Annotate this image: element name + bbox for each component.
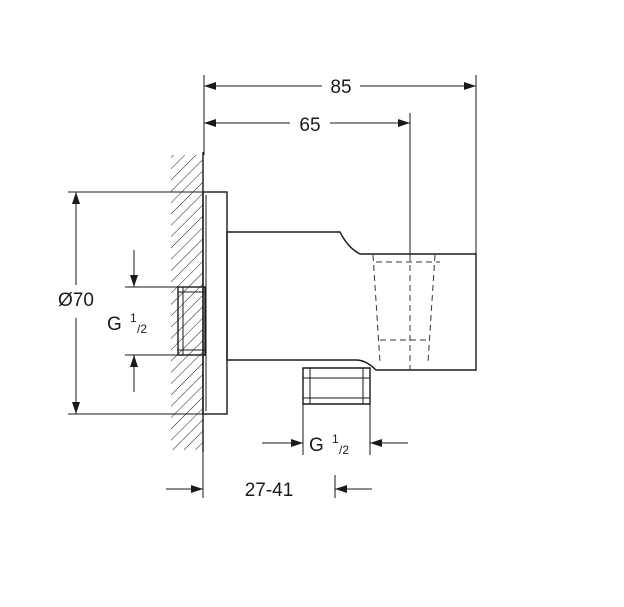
wall-thread-connector — [177, 286, 206, 356]
wall — [171, 152, 204, 452]
dim-overall-length: 85 — [203, 75, 477, 254]
dim-overall-length-label: 85 — [330, 77, 351, 98]
outlet-thread-sub: /2 — [339, 443, 349, 457]
wall-thread-sub: /2 — [137, 322, 147, 336]
dim-wall-thread: G 1 /2 — [107, 250, 180, 392]
wall-hatching — [171, 155, 203, 450]
outlet-thread-g: G — [309, 435, 324, 456]
dim-to-center-label: 65 — [299, 115, 320, 136]
wall-thread-sup: 1 — [130, 311, 137, 325]
elbow-body — [226, 231, 477, 371]
dim-diameter: Ø70 — [58, 191, 203, 415]
wall-flange — [202, 191, 228, 415]
outlet-thread-connector — [302, 367, 371, 405]
dim-to-center: 65 — [204, 113, 411, 255]
dim-diameter-label: Ø70 — [58, 290, 94, 311]
outlet-thread-sup: 1 — [332, 432, 339, 446]
wall-thread-g: G — [107, 314, 122, 335]
dim-wall-depth-label: 27-41 — [245, 480, 294, 501]
dim-wall-depth: 27-41 — [166, 452, 372, 501]
dim-outlet-thread: G 1 /2 — [262, 404, 408, 457]
